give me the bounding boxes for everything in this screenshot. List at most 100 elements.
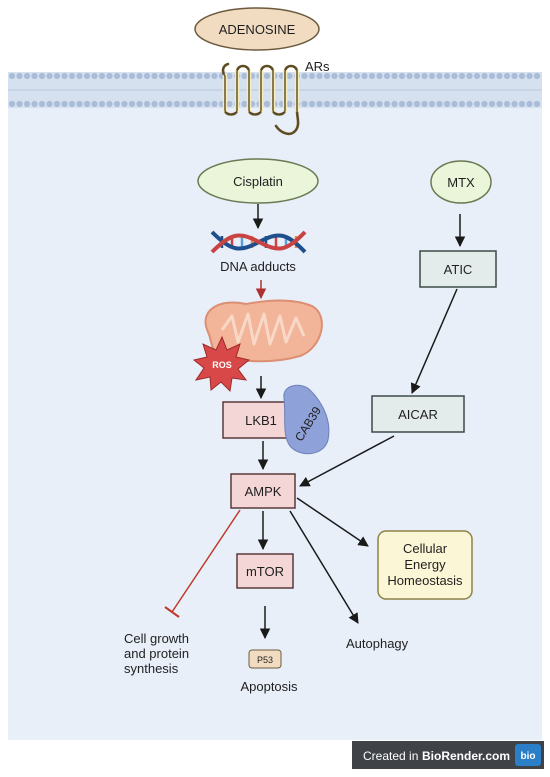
lipid-head: [503, 72, 511, 80]
dna-adducts-label: DNA adducts: [220, 259, 296, 274]
cisplatin-label: Cisplatin: [233, 174, 283, 189]
ros-burst: [192, 335, 251, 393]
lipid-head: [8, 72, 16, 80]
lipid-head: [136, 72, 143, 80]
lipid-head: [113, 100, 121, 108]
biorender-logo-text: bio: [521, 751, 536, 762]
lipid-head: [323, 72, 331, 80]
biorender-logo: [515, 744, 541, 766]
lipid-head: [211, 100, 218, 108]
lipid-head: [436, 100, 443, 108]
lipid-head: [31, 100, 38, 108]
autophagy-label: Autophagy: [346, 636, 409, 651]
cell-growth-line-2: and protein: [124, 646, 189, 661]
adenosine-label: ADENOSINE: [219, 22, 296, 37]
lipid-head: [53, 72, 61, 80]
lipid-head: [421, 72, 428, 80]
lipid-head: [466, 100, 473, 108]
cisplatin-oval: [197, 158, 319, 204]
energy-line-3: Homeostasis: [387, 573, 463, 588]
biorender-badge[interactable]: Created in BioRender.com bio: [352, 741, 544, 769]
p53-box: [248, 649, 282, 669]
adenosine-oval: [194, 7, 320, 51]
lipid-head: [391, 100, 398, 108]
lipid-head: [481, 72, 488, 80]
lipid-head: [91, 72, 98, 80]
lipid-head: [368, 100, 376, 108]
mtx-oval: [430, 160, 492, 204]
lipid-head: [518, 100, 526, 108]
lipid-head: [23, 72, 31, 80]
lipid-head: [511, 100, 518, 108]
lipid-head: [106, 100, 113, 108]
energy-homeostasis-box: [377, 530, 473, 600]
lipid-head: [158, 72, 166, 80]
lipid-head: [383, 100, 391, 108]
lipid-head: [413, 100, 421, 108]
lipid-head: [496, 100, 503, 108]
lipid-head: [301, 72, 308, 80]
lipid-head: [406, 72, 413, 80]
lipid-head: [443, 72, 451, 80]
lipid-head: [361, 72, 368, 80]
lipid-head: [443, 100, 451, 108]
lipid-head: [188, 100, 196, 108]
lipid-head: [121, 72, 128, 80]
cell-growth-line-1: Cell growth: [124, 631, 189, 646]
atic-label: ATIC: [444, 262, 473, 277]
lipid-head: [301, 100, 308, 108]
cab39-blob: [283, 384, 330, 455]
lkb1-label: LKB1: [245, 413, 277, 428]
lipid-head: [481, 100, 488, 108]
lipid-head: [181, 100, 188, 108]
lipid-head: [38, 100, 46, 108]
lipid-head: [241, 72, 248, 80]
lipid-head: [226, 100, 233, 108]
lipid-head: [331, 72, 338, 80]
lipid-head: [398, 100, 406, 108]
lipid-head: [436, 72, 443, 80]
lipid-head: [308, 100, 316, 108]
cell-growth-line-3: synthesis: [124, 661, 179, 676]
lipid-head: [106, 72, 113, 80]
lipid-head: [421, 100, 428, 108]
lipid-head: [316, 100, 323, 108]
lipid-head: [143, 72, 151, 80]
lipid-head: [166, 72, 173, 80]
lipid-head: [53, 100, 61, 108]
lipid-head: [181, 72, 188, 80]
lipid-head: [488, 72, 496, 80]
mtor-box: [236, 553, 294, 589]
lipid-head: [488, 100, 496, 108]
lipid-head: [61, 72, 68, 80]
lipid-head: [128, 72, 136, 80]
energy-line-1: Cellular: [403, 541, 448, 556]
lipid-head: [511, 72, 518, 80]
inhibition-ampk-cell-growth: [164, 509, 241, 618]
lipid-head: [533, 100, 541, 108]
lipid-head: [203, 100, 211, 108]
lipid-head: [473, 100, 481, 108]
lipid-head: [496, 72, 503, 80]
lipid-head: [308, 72, 316, 80]
lipid-head: [188, 72, 196, 80]
lipid-head: [338, 72, 346, 80]
lipid-head: [158, 100, 166, 108]
lipid-head: [263, 100, 271, 108]
lipid-head: [383, 72, 391, 80]
lipid-head: [226, 72, 233, 80]
lipid-head: [46, 100, 53, 108]
lipid-head: [23, 100, 31, 108]
apoptosis-label: Apoptosis: [240, 679, 298, 694]
lipid-head: [413, 72, 421, 80]
lipid-head: [473, 72, 481, 80]
lipid-head: [458, 72, 466, 80]
lipid-head: [173, 72, 181, 80]
adenosine-receptor: [221, 62, 300, 136]
lipid-head: [203, 72, 211, 80]
lipid-head: [76, 100, 83, 108]
lipid-head: [113, 72, 121, 80]
lipid-head: [331, 100, 338, 108]
